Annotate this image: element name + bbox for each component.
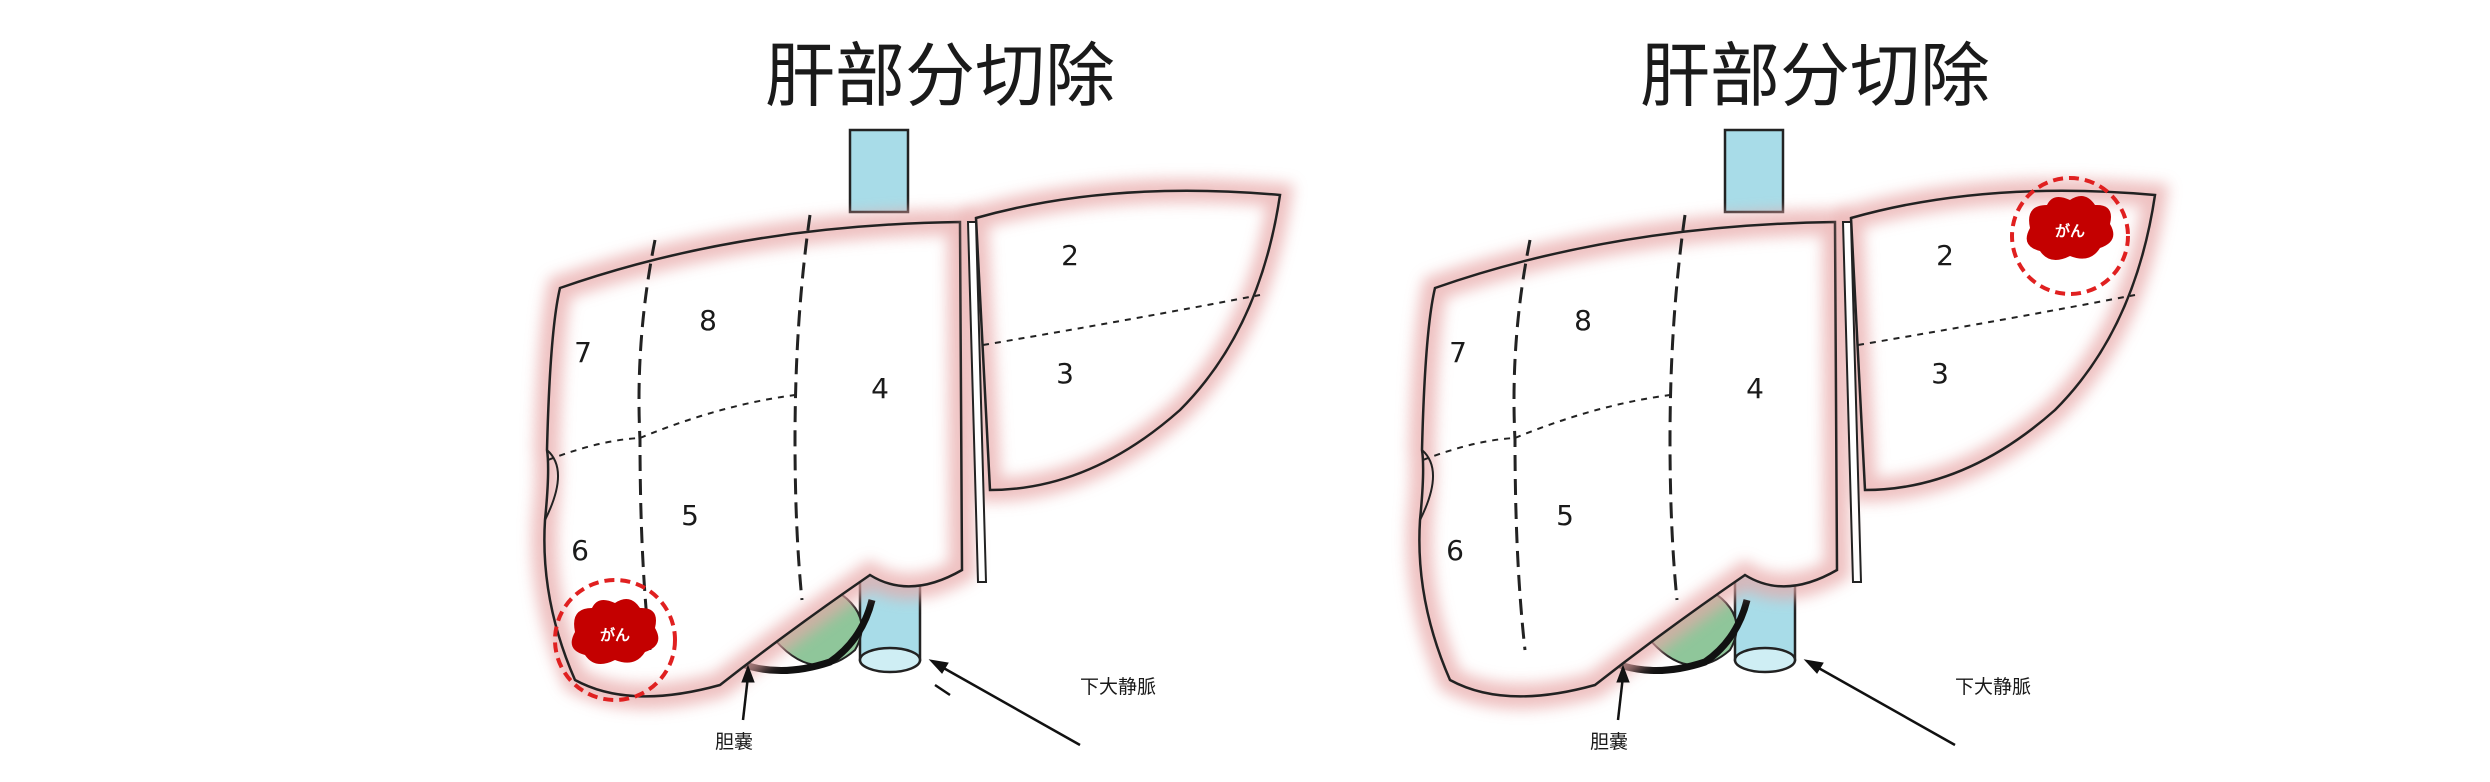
annotation-arrows xyxy=(741,659,1081,747)
annotation-arrows xyxy=(1616,659,1956,747)
panel-title: 肝部分切除 xyxy=(765,35,1115,117)
segment-dividers xyxy=(547,214,1261,651)
segment-6-label: 6 xyxy=(1446,534,1464,567)
segment-5-label: 5 xyxy=(681,499,699,532)
liver-right-lobe xyxy=(1406,208,1851,710)
tumor-marker: がん xyxy=(553,578,677,702)
tumor-label: がん xyxy=(600,626,630,644)
diagram-panel-left: 肝部分切除 xyxy=(490,0,1390,782)
segment-7-label: 7 xyxy=(1449,336,1467,369)
segment-6-label: 6 xyxy=(571,534,589,567)
segment-2-label: 2 xyxy=(1936,239,1954,272)
liver-diagram: 2 3 4 5 6 7 8 がん 胆嚢 下大静脈 xyxy=(1406,128,2169,753)
ivc-label: 下大静脈 xyxy=(1080,676,1156,698)
liver-right-lobe xyxy=(531,208,976,710)
gallbladder-label: 胆嚢 xyxy=(1590,731,1628,753)
ivc-label: 下大静脈 xyxy=(1955,676,2031,698)
falciform-ligament xyxy=(966,221,988,583)
panel-title: 肝部分切除 xyxy=(1640,35,1990,117)
tumor-label: がん xyxy=(2055,222,2085,240)
tumor-marker: がん xyxy=(2010,176,2130,296)
liver-diagram: 2 3 4 5 6 7 8 がん 胆嚢 下大静脈 xyxy=(531,128,1294,753)
segment-3-label: 3 xyxy=(1931,357,1949,390)
liver-left-lobe xyxy=(963,178,1294,503)
falciform-ligament xyxy=(1841,221,1863,583)
ivc-upper xyxy=(1723,128,1785,214)
segment-4-label: 4 xyxy=(871,372,889,405)
ivc-upper xyxy=(848,128,910,214)
diagram-panel-right: 肝部分切除 2 3 4 5 6 xyxy=(1365,0,2265,782)
segment-dividers xyxy=(1422,214,2136,651)
segment-3-label: 3 xyxy=(1056,357,1074,390)
segment-2-label: 2 xyxy=(1061,239,1079,272)
segment-4-label: 4 xyxy=(1746,372,1764,405)
segment-8-label: 8 xyxy=(1574,304,1592,337)
gallbladder-label: 胆嚢 xyxy=(715,731,753,753)
segment-7-label: 7 xyxy=(574,336,592,369)
segment-5-label: 5 xyxy=(1556,499,1574,532)
segment-8-label: 8 xyxy=(699,304,717,337)
liver-left-lobe xyxy=(1838,178,2169,503)
